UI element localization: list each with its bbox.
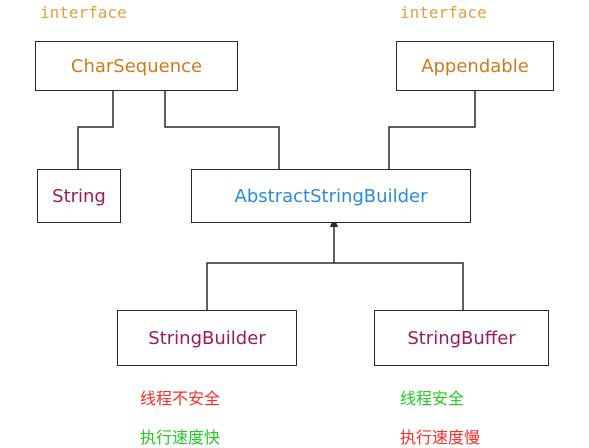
string-buffer-class-box: StringBuffer — [374, 310, 549, 366]
abstract-string-builder-label: AbstractStringBuilder — [234, 185, 428, 207]
charsequence-stereotype: interface — [40, 3, 127, 22]
abstract-to-appendable-line — [388, 80, 479, 170]
string-builder-label: StringBuilder — [148, 327, 266, 349]
string-label: String — [52, 185, 106, 207]
charsequence-class-box: CharSequence — [35, 41, 238, 91]
appendable-label: Appendable — [421, 55, 529, 77]
appendable-stereotype: interface — [400, 3, 487, 22]
abstract-to-charsequence-line — [161, 80, 280, 170]
string-builder-class-box: StringBuilder — [117, 310, 297, 366]
abstract-string-builder-class-box: AbstractStringBuilder — [191, 169, 471, 223]
string-to-charsequence-line — [77, 80, 117, 169]
buffer-speed-note: 执行速度慢 — [400, 428, 481, 447]
appendable-class-box: Appendable — [396, 41, 554, 91]
string-buffer-label: StringBuffer — [407, 327, 516, 349]
builder-speed-note: 执行速度快 — [140, 428, 221, 447]
builder-thread-safety-note: 线程不安全 — [140, 389, 221, 408]
charsequence-label: CharSequence — [70, 55, 203, 77]
buffer-thread-safety-note: 线程安全 — [400, 389, 465, 408]
string-class-box: String — [37, 169, 121, 223]
builder-branch-line — [206, 262, 464, 310]
